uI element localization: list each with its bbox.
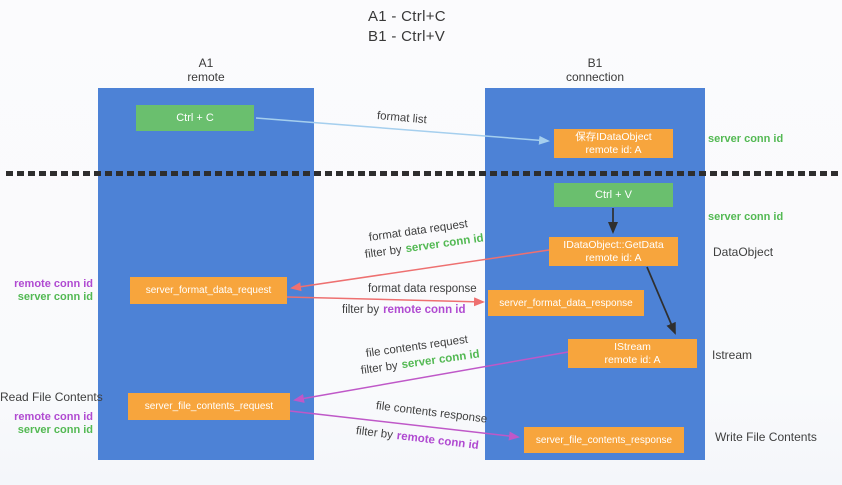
lane-a-header: A1 remote bbox=[98, 56, 314, 84]
label-format-list: format list bbox=[376, 110, 428, 127]
annotation-server-conn-id-2: server conn id bbox=[17, 424, 93, 436]
label-file-contents-response: file contents response bbox=[375, 400, 488, 426]
filter-by-text: filter by bbox=[342, 304, 380, 316]
annotation-conn-ids-file: remote conn id server conn id bbox=[0, 411, 93, 437]
filter-by-text: filter by bbox=[355, 425, 394, 442]
lane-b-title: B1 bbox=[587, 56, 603, 70]
node-ctrl-v: Ctrl + V bbox=[554, 183, 673, 207]
annotation-server-conn-id-top: server conn id bbox=[708, 133, 784, 145]
node-server-file-contents-response-label: server_file_contents_response bbox=[535, 434, 673, 446]
annotation-write-file-contents: Write File Contents bbox=[715, 430, 817, 444]
node-ctrl-c: Ctrl + C bbox=[136, 105, 254, 131]
annotation-conn-ids-format: remote conn id server conn id bbox=[0, 278, 93, 304]
node-server-format-data-request: server_format_data_request bbox=[130, 277, 287, 304]
lane-b-subtitle: connection bbox=[565, 70, 625, 84]
lane-a-subtitle: remote bbox=[187, 70, 225, 84]
node-server-file-contents-response: server_file_contents_response bbox=[524, 427, 684, 453]
filter-by-text: filter by bbox=[364, 243, 403, 261]
annotation-istream: Istream bbox=[712, 348, 753, 362]
node-idataobject-getdata: IDataObject::GetData remote id: A bbox=[549, 237, 678, 266]
node-istream-line1: IStream bbox=[614, 340, 651, 353]
node-ctrl-c-label: Ctrl + C bbox=[176, 112, 214, 124]
title-line-ctrl-v: B1 - Ctrl+V bbox=[368, 28, 446, 45]
lane-a-title: A1 bbox=[198, 56, 214, 70]
node-save-idataobject: 保存IDataObject remote id: A bbox=[554, 129, 673, 158]
node-server-format-data-response-label: server_format_data_response bbox=[499, 297, 633, 309]
annotation-dataobject: DataObject bbox=[713, 245, 774, 259]
node-istream: IStream remote id: A bbox=[568, 339, 697, 368]
remote-conn-id-text: remote conn id bbox=[383, 304, 466, 316]
annotation-server-conn-id-mid: server conn id bbox=[708, 211, 784, 223]
node-server-format-data-response: server_format_data_response bbox=[488, 290, 644, 316]
node-server-file-contents-request: server_file_contents_request bbox=[128, 393, 290, 420]
annotation-read-file-contents: Read File Contents bbox=[0, 390, 103, 404]
lane-b-header: B1 connection bbox=[485, 56, 705, 84]
node-server-file-contents-request-label: server_file_contents_request bbox=[144, 401, 274, 412]
node-save-idataobject-line2: remote id: A bbox=[585, 143, 642, 156]
dotted-divider bbox=[6, 171, 838, 176]
node-idataobject-getdata-line1: IDataObject::GetData bbox=[563, 238, 664, 251]
title-line-ctrl-c: A1 - Ctrl+C bbox=[368, 8, 446, 25]
node-istream-line2: remote id: A bbox=[604, 353, 661, 366]
label-format-data-response: format data response bbox=[368, 283, 477, 295]
annotation-remote-conn-id-2: remote conn id bbox=[14, 411, 93, 423]
node-server-format-data-request-label: server_format_data_request bbox=[145, 285, 272, 296]
remote-conn-id-text: remote conn id bbox=[396, 430, 480, 453]
annotation-server-conn-id-1: server conn id bbox=[17, 291, 93, 303]
node-idataobject-getdata-line2: remote id: A bbox=[585, 251, 642, 264]
node-ctrl-v-label: Ctrl + V bbox=[595, 189, 632, 201]
format-data-response-arrow bbox=[286, 296, 485, 307]
diagram-title: A1 - Ctrl+C B1 - Ctrl+V bbox=[368, 7, 446, 47]
annotation-remote-conn-id-1: remote conn id bbox=[14, 278, 93, 290]
node-save-idataobject-line1: 保存IDataObject bbox=[575, 130, 652, 143]
filter-by-text: filter by bbox=[360, 359, 399, 377]
